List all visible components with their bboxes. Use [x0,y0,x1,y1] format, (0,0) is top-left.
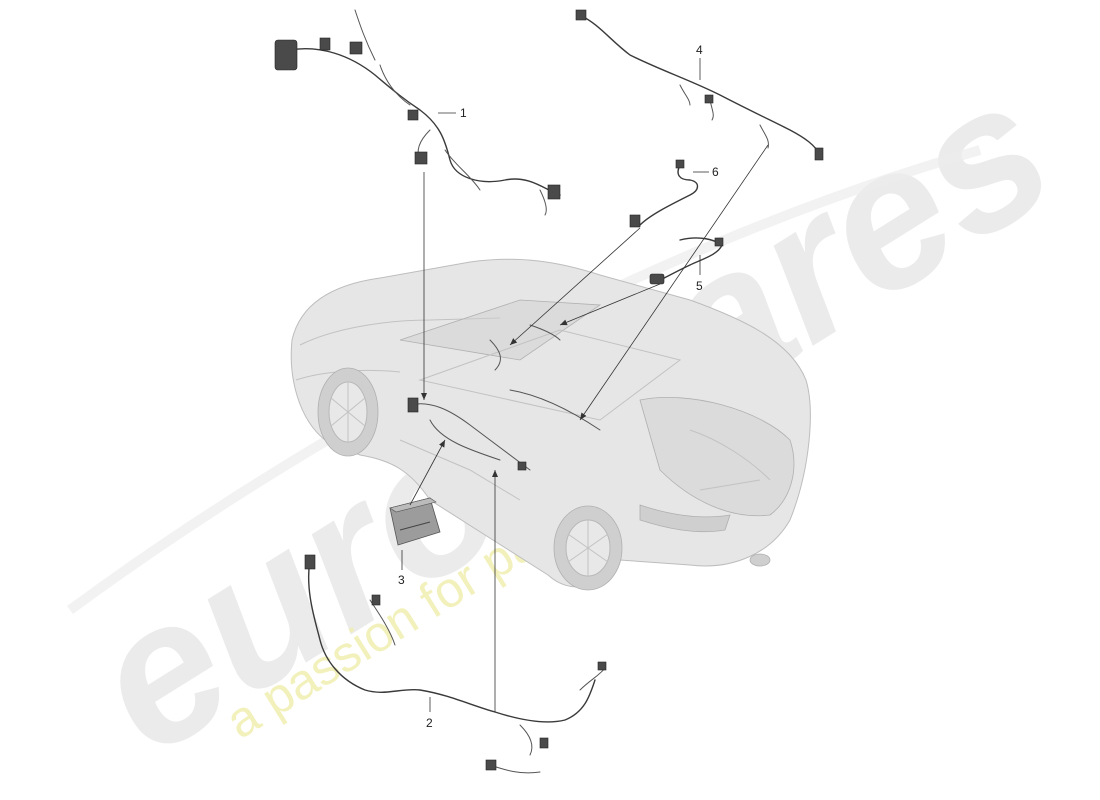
callout-2[interactable]: 2 [426,716,433,730]
part-6-harness[interactable] [629,159,699,228]
callout-4[interactable]: 4 [696,43,703,57]
leader-lines [401,58,769,712]
part-3-control-unit[interactable] [389,497,441,546]
installed-harness [407,324,601,471]
part-2-harness[interactable] [304,554,607,774]
callout-1[interactable]: 1 [460,106,467,120]
part-1-harness[interactable] [274,9,561,216]
car-illustration [290,258,811,591]
callout-6[interactable]: 6 [712,165,719,179]
part-4-harness[interactable] [575,9,824,161]
callouts: 1 4 6 5 3 2 [398,43,719,730]
callout-3[interactable]: 3 [398,573,405,587]
callout-5[interactable]: 5 [696,279,703,293]
part-5-harness[interactable] [649,237,724,285]
